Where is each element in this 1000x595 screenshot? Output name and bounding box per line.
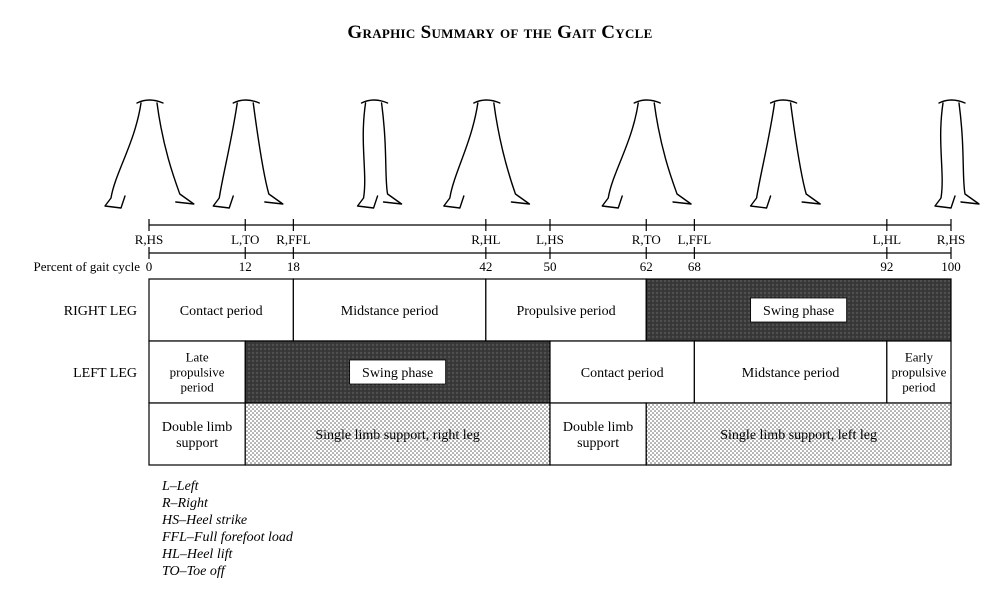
front-leg: [380, 102, 403, 205]
walking-figure: [356, 99, 403, 209]
phase-segment: [244, 402, 551, 466]
phase-segment: [886, 340, 952, 404]
front-leg: [252, 102, 284, 205]
event-label: R,HS: [937, 232, 966, 247]
percent-tick-label: 92: [880, 259, 893, 274]
percent-tick-label: 12: [239, 259, 252, 274]
rear-leg: [601, 102, 639, 209]
front-leg: [493, 102, 531, 205]
walking-figure: [934, 99, 980, 209]
phase-segment: [148, 278, 294, 342]
rear-leg: [443, 102, 479, 209]
percent-tick-label: 50: [544, 259, 557, 274]
swing-label-box: [349, 359, 447, 385]
walking-figure: [443, 99, 531, 209]
phase-label: Single limb support, right leg: [315, 428, 480, 443]
legend-item: HL–Heel lift: [162, 547, 233, 562]
phase-label: Swing phase: [763, 304, 834, 319]
legend-item: TO–Toe off: [162, 564, 225, 579]
percent-tick-label: 62: [640, 259, 653, 274]
rear-leg: [212, 102, 238, 209]
phase-label: Contact period: [180, 304, 263, 319]
phase-label: Propulsive period: [516, 304, 615, 319]
rear-leg: [104, 102, 142, 209]
diagram-title: Graphic Summary of the Gait Cycle: [347, 22, 653, 43]
percent-tick-label: 0: [146, 259, 153, 274]
waist-line: [938, 99, 966, 104]
event-label: R,HL: [471, 232, 500, 247]
legend-item: HS–Heel strike: [162, 513, 248, 528]
waist-line: [769, 99, 798, 104]
event-label: R,HS: [135, 232, 164, 247]
percent-tick-label: 18: [287, 259, 300, 274]
event-label: L,HL: [873, 232, 902, 247]
phase-segment: [645, 402, 952, 466]
legend-item: R–Right: [162, 496, 208, 511]
event-label: L,TO: [231, 232, 259, 247]
phase-label: Contact period: [581, 366, 664, 381]
event-axis: R,HS L,TO R,FFL R,HL L,HS R,TO L,FFL L,HL R,HS 0 1…: [34, 219, 966, 274]
waist-line: [473, 99, 501, 104]
event-label: R,TO: [632, 232, 661, 247]
rear-leg: [934, 102, 956, 209]
phase-label: Swing phase: [362, 366, 433, 381]
percent-tick-label: 42: [479, 259, 492, 274]
walking-figure: [601, 99, 692, 209]
phase-segment: [549, 402, 647, 466]
waist-line: [633, 99, 661, 104]
event-label: L,FFL: [678, 232, 712, 247]
walking-figures: [104, 99, 980, 209]
row-label: LEFT LEG: [73, 366, 137, 381]
front-leg: [156, 102, 195, 205]
percent-tick-label: 68: [688, 259, 701, 274]
swing-label-box: [750, 297, 848, 323]
event-label: L,HS: [536, 232, 564, 247]
phase-label: Midstance period: [341, 304, 439, 319]
walking-figure: [749, 99, 821, 209]
percent-tick-label: 100: [941, 259, 961, 274]
legend-item: FFL–Full forefoot load: [162, 530, 293, 545]
rear-leg: [356, 102, 379, 209]
waist-line: [136, 99, 164, 104]
walking-figure: [212, 99, 284, 209]
front-leg: [958, 102, 980, 205]
front-leg: [653, 102, 692, 205]
rear-leg: [749, 102, 776, 209]
phase-segment: [148, 340, 246, 404]
axis-label: Percent of gait cycle: [34, 259, 141, 274]
phase-segment: [148, 402, 246, 466]
legend-item: L–Left: [162, 479, 199, 494]
phase-label: Midstance period: [742, 366, 840, 381]
waist-line: [232, 99, 260, 104]
walking-figure: [104, 99, 195, 209]
event-label: R,FFL: [276, 232, 310, 247]
phase-label: Single limb support, left leg: [720, 428, 877, 443]
front-leg: [789, 102, 821, 205]
waist-line: [360, 99, 389, 104]
row-label: RIGHT LEG: [64, 304, 137, 319]
